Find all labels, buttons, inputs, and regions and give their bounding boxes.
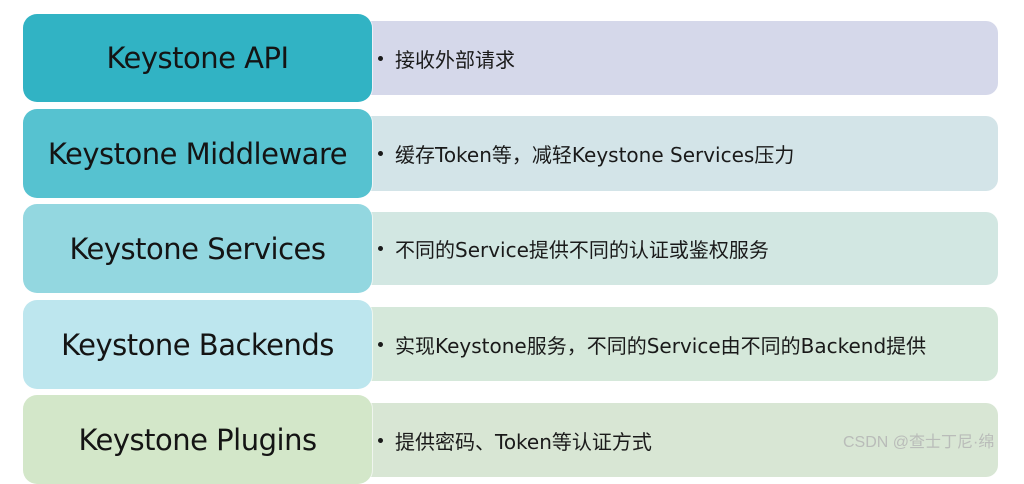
bullet-icon [378, 246, 383, 251]
layer-label-services: Keystone Services [23, 204, 372, 293]
layer-description-api: 接收外部请求 [340, 21, 998, 95]
description-text: 不同的Service提供不同的认证或鉴权服务 [395, 238, 769, 262]
layer-name: Keystone Plugins [78, 422, 317, 457]
layer-label-middleware: Keystone Middleware [23, 109, 372, 198]
description-text: 提供密码、Token等认证方式 [395, 429, 652, 454]
layer-label-api: Keystone API [23, 14, 372, 102]
bullet-icon [378, 341, 383, 347]
description-text: 接收外部请求 [395, 47, 515, 72]
layer-label-backends: Keystone Backends [23, 300, 372, 389]
bullet-icon [378, 151, 383, 156]
layer-name: Keystone Middleware [47, 136, 348, 171]
layer-description-services: 不同的Service提供不同的认证或鉴权服务 [340, 212, 998, 285]
bullet-icon [378, 437, 383, 443]
bullet-icon [378, 55, 383, 61]
layer-label-plugins: Keystone Plugins [23, 395, 372, 484]
layer-name: Keystone Backends [61, 327, 334, 362]
description-text: 缓存Token等，减轻Keystone Services压力 [395, 143, 795, 167]
layer-name: Keystone API [106, 41, 289, 75]
layer-name: Keystone Services [69, 231, 326, 266]
description-text: 实现Keystone服务，不同的Service由不同的Backend提供 [395, 333, 927, 358]
watermark: CSDN @查士丁尼·绵 [843, 434, 995, 451]
layer-description-middleware: 缓存Token等，减轻Keystone Services压力 [340, 116, 998, 191]
layer-description-backends: 实现Keystone服务，不同的Service由不同的Backend提供 [340, 307, 998, 381]
